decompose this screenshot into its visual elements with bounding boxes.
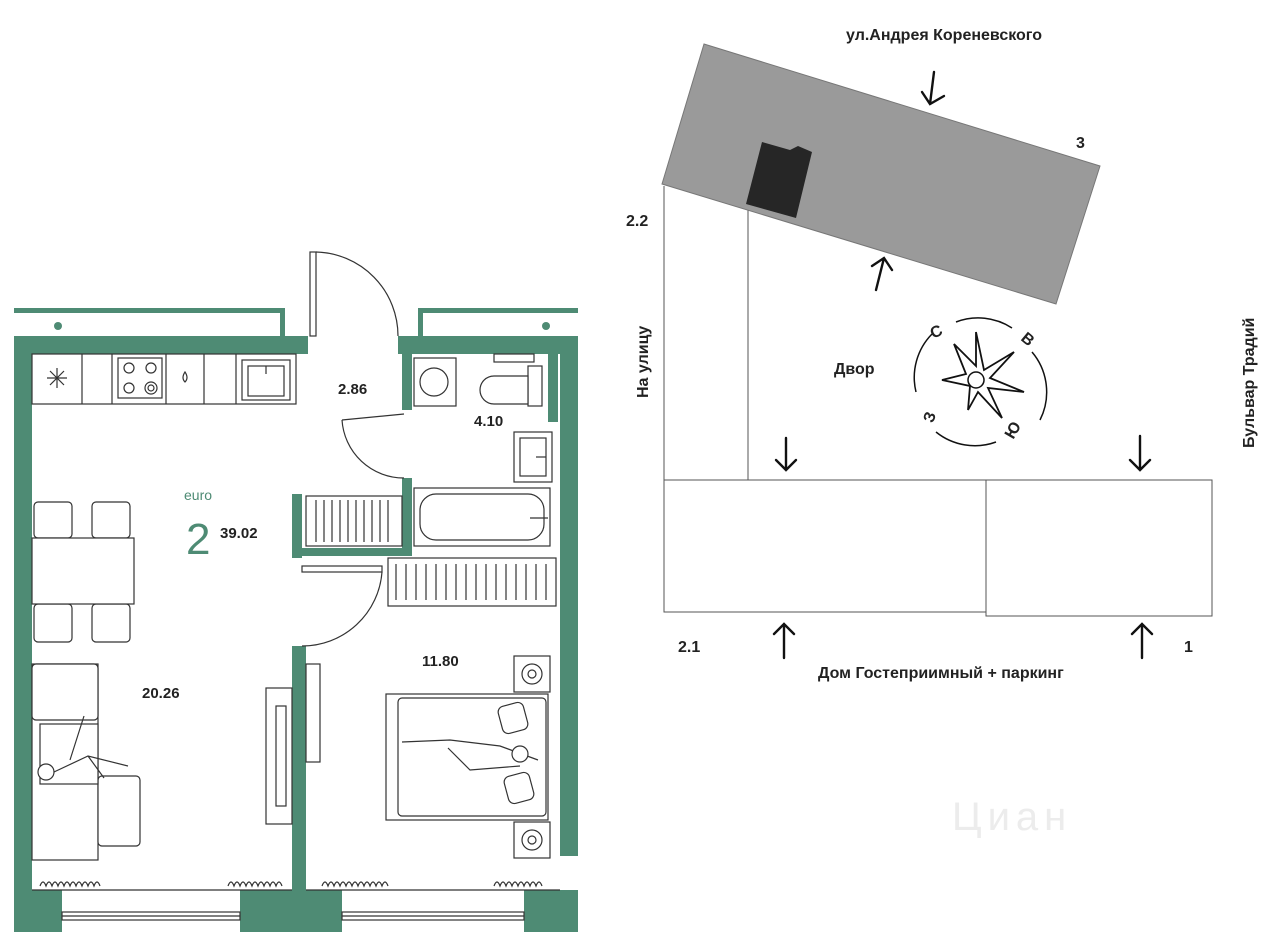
- living-area: 20.26: [142, 685, 180, 702]
- compass-icon: С В Ю З: [913, 317, 1048, 447]
- arrows: [772, 70, 1154, 660]
- watermark-text: Циан: [952, 795, 1072, 839]
- nightstands: [513, 655, 551, 859]
- building-1: [985, 479, 1213, 617]
- street-left-label: На улицу: [635, 326, 652, 398]
- bed: [385, 693, 549, 821]
- site-plan: С В Ю З ул.Андрея Кореневского На улицу …: [626, 27, 1258, 839]
- entry-door: [309, 251, 399, 337]
- interior-walls: [292, 354, 558, 932]
- bedroom-area: 11.80: [422, 653, 459, 670]
- bathroom-fixtures: [305, 353, 553, 547]
- compass-south: Ю: [1002, 419, 1025, 442]
- yard-label: Двор: [834, 361, 875, 378]
- apartment-type-label: euro: [184, 487, 212, 503]
- hall-door: [341, 413, 405, 479]
- dining-table: [31, 501, 135, 643]
- hall-area: 2.86: [338, 381, 367, 398]
- bathroom-sink-icon: [513, 431, 553, 483]
- floor-plan: 2.86 4.10 20.26 11.80 euro 2 39.02: [14, 251, 578, 932]
- main-building: [661, 43, 1101, 305]
- section-2-2-label: 2.2: [626, 213, 648, 230]
- compass-east: В: [1017, 329, 1037, 349]
- compass-west: З: [921, 410, 940, 425]
- section-1-label: 1: [1184, 639, 1193, 656]
- street-right-label: Бульвар Традий: [1241, 318, 1258, 448]
- arrow-up-icon: [772, 622, 796, 660]
- section-3-label: 3: [1076, 135, 1085, 152]
- stove-icon: [117, 357, 163, 399]
- kitchen-counter: [31, 353, 297, 405]
- apartment-section-marker: [746, 142, 812, 218]
- sink-icon: [241, 359, 291, 401]
- wardrobe: [387, 557, 557, 607]
- toilet-icon: [479, 353, 543, 407]
- section-2-1-label: 2.1: [678, 639, 700, 656]
- water-drop-icon: [182, 370, 188, 383]
- radiators: [39, 881, 543, 888]
- bathroom-area: 4.10: [474, 413, 503, 430]
- bedroom-door: [301, 565, 383, 647]
- snowflake-icon: [47, 368, 67, 388]
- arrow-down-icon: [1128, 434, 1152, 472]
- sofa: [31, 663, 141, 861]
- washing-machine-icon: [413, 357, 457, 407]
- bedroom-tv: [305, 663, 321, 763]
- street-top-label: ул.Андрея Кореневского: [846, 27, 1042, 44]
- bottom-building-label: Дом Гостеприимный + паркинг: [818, 665, 1064, 682]
- exterior-walls: [14, 308, 578, 932]
- arrow-up-icon: [1130, 622, 1154, 660]
- building-2-1: [663, 479, 989, 613]
- total-area: 39.02: [220, 525, 258, 542]
- arrow-down-icon: [920, 70, 946, 106]
- arrow-up-icon: [870, 256, 894, 292]
- heated-towel-rail: [305, 495, 403, 547]
- arrow-down-icon: [774, 436, 798, 472]
- windows: [32, 889, 560, 921]
- rooms-count: 2: [186, 515, 210, 564]
- bathtub-icon: [413, 487, 551, 547]
- tv-unit: [265, 687, 293, 825]
- compass-north: С: [928, 322, 946, 342]
